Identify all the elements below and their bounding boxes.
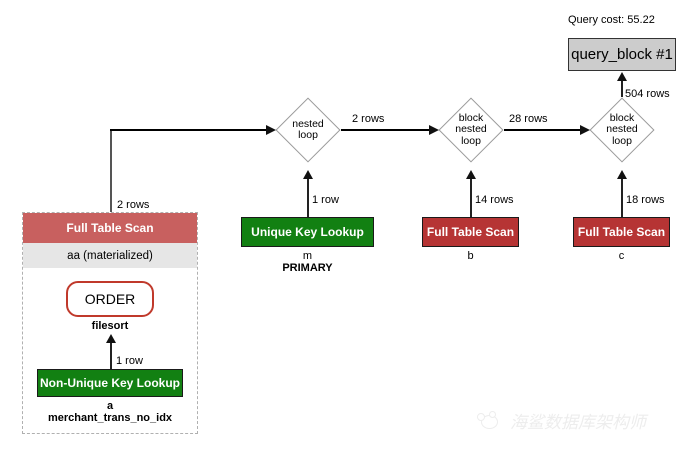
unique-key-lookup-m-caption-index: PRIMARY bbox=[282, 262, 333, 274]
full-table-scan-aa-subtitle: aa (materialized) bbox=[23, 243, 197, 268]
shark-logo-icon bbox=[477, 410, 501, 431]
block-nested-loop-1-label-line1: block bbox=[458, 111, 484, 124]
block-nested-loop-2-label: block nested loop bbox=[589, 97, 655, 163]
edge-block2-to-queryblock-line bbox=[621, 80, 623, 97]
block-nested-loop-1-label-line3: loop bbox=[461, 134, 481, 147]
edge-a-to-order-arrowhead bbox=[106, 334, 116, 343]
watermark-text: 海鲨数据库架构师 bbox=[510, 413, 646, 433]
edge-aa-to-nestedloop-arrowhead bbox=[266, 125, 276, 135]
edge-block1-to-block2-arrowhead bbox=[580, 125, 590, 135]
full-table-scan-c-node[interactable]: Full Table Scan bbox=[573, 217, 670, 247]
unique-key-lookup-m-caption-alias: m bbox=[302, 250, 313, 262]
block-nested-loop-1-label: block nested loop bbox=[438, 97, 504, 163]
edge-aa-to-nestedloop-vertical bbox=[110, 130, 112, 212]
order-filesort-node[interactable]: ORDER bbox=[66, 281, 154, 317]
edge-nestedloop-to-block1-line bbox=[341, 129, 431, 131]
full-table-scan-b-caption-alias: b bbox=[467, 250, 474, 262]
edge-aa-to-nestedloop-horizontal bbox=[110, 129, 268, 131]
edge-block1-to-block2-line bbox=[504, 129, 582, 131]
edge-c-to-block2-arrowhead bbox=[617, 170, 627, 179]
non-unique-key-lookup-a-caption-alias: a bbox=[106, 400, 114, 412]
edge-b-to-block1-line bbox=[470, 179, 472, 217]
edge-label-nestedloop-to-block1: 2 rows bbox=[352, 113, 385, 125]
order-filesort-caption: filesort bbox=[91, 320, 129, 332]
nested-loop-node[interactable]: nested loop bbox=[275, 97, 341, 163]
edge-label-aa-to-nestedloop: 2 rows bbox=[117, 199, 150, 211]
block-nested-loop-2-label-line3: loop bbox=[612, 134, 632, 147]
edge-m-to-nestedloop-line bbox=[307, 179, 309, 217]
nested-loop-label-line1: nested bbox=[292, 117, 324, 130]
edge-nestedloop-to-block1-arrowhead bbox=[429, 125, 439, 135]
edge-c-to-block2-line bbox=[621, 179, 623, 217]
watermark: 海鲨数据库架构师 bbox=[477, 408, 646, 433]
materialized-subquery-container bbox=[22, 212, 198, 434]
non-unique-key-lookup-a-node[interactable]: Non-Unique Key Lookup bbox=[37, 369, 183, 397]
unique-key-lookup-m-node[interactable]: Unique Key Lookup bbox=[241, 217, 374, 247]
block-nested-loop-1-node[interactable]: block nested loop bbox=[438, 97, 504, 163]
edge-label-block2-to-queryblock: 504 rows bbox=[625, 88, 670, 100]
edge-label-c-to-block2: 18 rows bbox=[626, 194, 665, 206]
nested-loop-label: nested loop bbox=[275, 97, 341, 163]
block-nested-loop-1-label-line2: nested bbox=[455, 123, 487, 136]
edge-block2-to-queryblock-arrowhead bbox=[617, 72, 627, 81]
full-table-scan-aa-node[interactable]: Full Table Scan bbox=[23, 213, 197, 243]
nested-loop-label-line2: loop bbox=[298, 129, 318, 141]
block-nested-loop-2-label-line2: nested bbox=[606, 123, 638, 136]
edge-label-m-to-nestedloop: 1 row bbox=[312, 194, 339, 206]
full-table-scan-c-caption-alias: c bbox=[618, 250, 625, 262]
edge-label-block1-to-block2: 28 rows bbox=[509, 113, 548, 125]
edge-label-a-to-order: 1 row bbox=[116, 355, 143, 367]
edge-b-to-block1-arrowhead bbox=[466, 170, 476, 179]
edge-label-b-to-block1: 14 rows bbox=[475, 194, 514, 206]
block-nested-loop-2-node[interactable]: block nested loop bbox=[589, 97, 655, 163]
non-unique-key-lookup-a-caption-index: merchant_trans_no_idx bbox=[47, 412, 173, 424]
query-cost-label: Query cost: 55.22 bbox=[568, 14, 655, 26]
edge-a-to-order-line bbox=[110, 343, 112, 369]
edge-m-to-nestedloop-arrowhead bbox=[303, 170, 313, 179]
full-table-scan-b-node[interactable]: Full Table Scan bbox=[422, 217, 519, 247]
query-block-node[interactable]: query_block #1 bbox=[568, 38, 676, 71]
block-nested-loop-2-label-line1: block bbox=[609, 111, 635, 124]
